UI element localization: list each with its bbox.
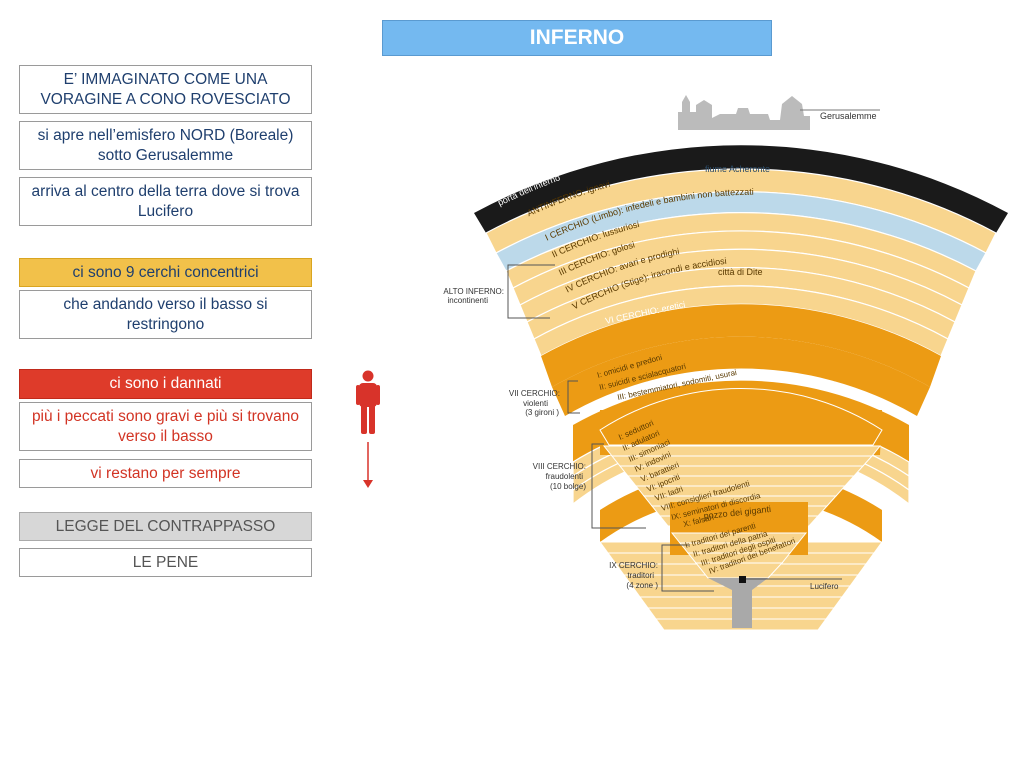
- page-title: INFERNO: [382, 20, 772, 56]
- cerchio-7-top: [573, 380, 909, 462]
- lucifero-shaft: [708, 578, 768, 628]
- gerusalemme-skyline: Gerusalemme: [678, 95, 880, 130]
- arrow-down-icon: [363, 442, 373, 488]
- info-box-sempre: vi restano per sempre: [19, 459, 312, 488]
- bracket-lines: [507, 264, 714, 592]
- person-icon: [356, 370, 380, 434]
- info-box-pene: LE PENE: [19, 548, 312, 577]
- info-box-contrappasso: LEGGE DEL CONTRAPPASSO: [19, 512, 312, 541]
- info-box-lucifero: arriva al centro della terra dove si tro…: [19, 177, 312, 226]
- gerusalemme-label: Gerusalemme: [820, 111, 877, 121]
- dite-band: [541, 304, 941, 387]
- info-box-peccati: più i peccati sono gravi e più si trovan…: [19, 402, 312, 451]
- info-box-dannati: ci sono i dannati: [19, 369, 312, 399]
- ix-zones: [670, 532, 808, 579]
- info-box-emisfero: si apre nell’emisfero NORD (Boreale) sot…: [19, 121, 312, 170]
- porta-band: [474, 145, 1008, 233]
- info-box-cono: E’ IMMAGINATO COME UNA VORAGINE A CONO R…: [19, 65, 312, 114]
- lucifero-marker: [739, 576, 746, 583]
- cerchio-6-band: [552, 336, 930, 416]
- info-box-cerchi: ci sono 9 cerchi concentrici: [19, 258, 312, 287]
- info-box-restringono: che andando verso il basso si restringon…: [19, 290, 312, 339]
